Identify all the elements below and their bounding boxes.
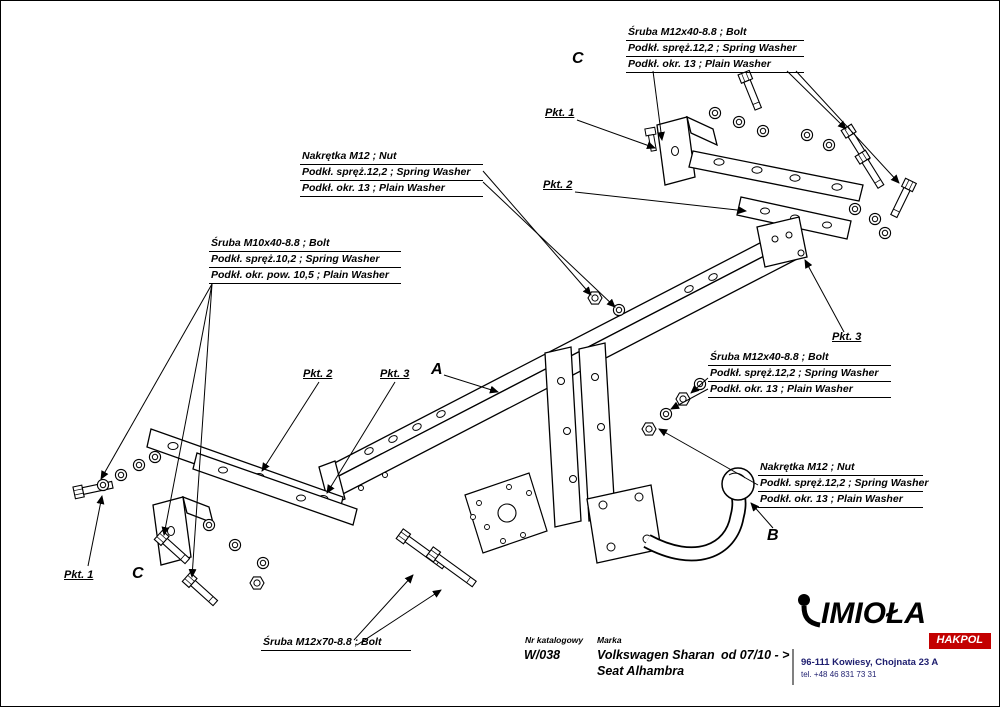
logo-hook-icon	[798, 594, 821, 628]
model-line-1: Volkswagen Sharan	[597, 648, 715, 662]
callout-line: Podkł. okr. 13 ; Plain Washer	[300, 181, 483, 197]
callout-line: Podkł. okr. pow. 10,5 ; Plain Washer	[209, 268, 401, 284]
callout-line: Śruba M12x40-8.8 ; Bolt	[626, 25, 804, 41]
centre-bracket	[544, 342, 662, 564]
leader-lines	[87, 70, 900, 646]
callout-line: Śruba M12x40-8.8 ; Bolt	[708, 350, 891, 366]
label-a: A	[431, 361, 443, 378]
callout-line: Podkł. spręż.10,2 ; Spring Washer	[209, 252, 401, 268]
callout-bolt-m12x40-right: Śruba M12x40-8.8 ; Bolt Podkł. spręż.12,…	[708, 350, 891, 398]
date-range: od 07/10 - >	[721, 648, 790, 662]
callout-line: Podkł. okr. 13 ; Plain Washer	[758, 492, 923, 508]
callout-line: Podkł. okr. 13 ; Plain Washer	[708, 382, 891, 398]
label-b: B	[767, 527, 779, 544]
label-c-top: C	[572, 50, 584, 67]
brand-logo: IMIOŁA HAKPOL	[795, 593, 991, 649]
socket-plate	[464, 472, 548, 554]
label-pkt3-mid: Pkt. 3	[380, 368, 410, 380]
callout-line: Śruba M10x40-8.8 ; Bolt	[209, 236, 401, 252]
brand-sub-badge: HAKPOL	[928, 633, 991, 649]
callout-line: Podkł. spręż.12,2 ; Spring Washer	[300, 165, 483, 181]
callout-line: Nakrętka M12 ; Nut	[758, 460, 923, 476]
catalog-number-value: W/038	[524, 648, 561, 662]
callout-nut-m12-right: Nakrętka M12 ; Nut Podkł. spręż.12,2 ; S…	[758, 460, 928, 508]
callout-line: Śruba M12x70-8.8 ; Bolt	[261, 635, 411, 651]
label-pkt1-bottom: Pkt. 1	[64, 569, 94, 581]
catalog-number-label: Nr katalogowy	[525, 635, 584, 645]
address-line-2: tel. +48 46 831 73 31	[801, 670, 877, 679]
callout-line: Nakrętka M12 ; Nut	[300, 149, 483, 165]
label-pkt1-top: Pkt. 1	[545, 107, 575, 119]
label-c-bottom: C	[132, 565, 144, 582]
callout-line: Podkł. okr. 13 ; Plain Washer	[626, 57, 804, 73]
callout-bolt-m10x40-left: Śruba M10x40-8.8 ; Bolt Podkł. spręż.10,…	[209, 236, 401, 284]
callout-line: Podkł. spręż.12,2 ; Spring Washer	[758, 476, 928, 492]
callout-line: Podkł. spręż.12,2 ; Spring Washer	[626, 41, 804, 57]
brand-label: Marka	[597, 635, 622, 645]
callout-line: Podkł. spręż.12,2 ; Spring Washer	[708, 366, 891, 382]
callout-bolt-m12x40-top: Śruba M12x40-8.8 ; Bolt Podkł. spręż.12,…	[626, 25, 804, 73]
left-mount-plates	[146, 428, 358, 566]
label-pkt2-top: Pkt. 2	[543, 179, 573, 191]
address-line-1: 96-111 Kowiesy, Chojnata 23 A	[801, 657, 939, 668]
label-pkt2-mid: Pkt. 2	[303, 368, 333, 380]
right-mount-plates	[656, 115, 864, 268]
callout-nut-m12-left: Nakrętka M12 ; Nut Podkł. spręż.12,2 ; S…	[300, 149, 483, 197]
brand-name: IMIOŁA	[821, 597, 926, 630]
label-pkt3-right: Pkt. 3	[832, 331, 862, 343]
model-line-2: Seat Alhambra	[597, 664, 685, 678]
towball-hook	[643, 467, 755, 562]
callout-bolt-m12x70-bottom: Śruba M12x70-8.8 ; Bolt	[261, 635, 411, 651]
